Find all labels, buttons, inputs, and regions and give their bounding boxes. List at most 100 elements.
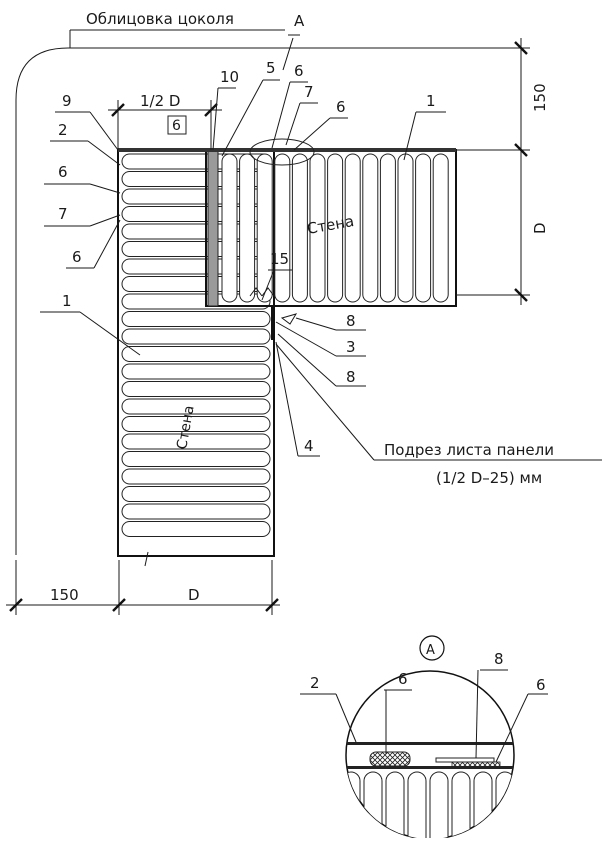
leader-6bb: [93, 219, 121, 269]
core-cell: [432, 153, 449, 303]
detail-rib: [518, 772, 536, 838]
dim-tick-b3: [265, 598, 279, 612]
callout-6-top: 6: [294, 62, 304, 80]
callout-3: 3: [346, 338, 356, 356]
dim-tick-b1: [9, 598, 23, 612]
callout-6b: 6: [72, 248, 82, 266]
core-cell: [221, 153, 238, 303]
detail-leader-6-2b: [495, 693, 529, 763]
callout-6a: 6: [58, 163, 68, 181]
core-cell: [415, 153, 432, 303]
detail-rib: [451, 771, 471, 839]
callout-2: 2: [58, 121, 68, 139]
dim-right-d: D: [531, 222, 549, 234]
core-cell: [239, 153, 256, 303]
corner-angle-piece: [240, 305, 273, 340]
callout-4: 4: [304, 437, 314, 455]
core-cell: [121, 468, 271, 485]
callout-6-box: [167, 115, 187, 135]
section-letter: А: [294, 12, 305, 30]
core-cell: [121, 451, 271, 467]
callout-8a: 8: [346, 312, 356, 330]
corner-bracket: [249, 287, 275, 297]
detail-letter-circle: [419, 635, 445, 661]
dim-tick-r1: [514, 41, 528, 55]
detail-core-ribs: [346, 771, 536, 839]
detail-rib: [385, 771, 405, 839]
core-cell: [397, 153, 414, 303]
callout-7a: 7: [58, 205, 68, 223]
core-cell: [291, 153, 308, 303]
callout-10: 10: [220, 68, 239, 86]
dim-bottom-d: D: [188, 586, 200, 604]
leader-6-topb: [271, 81, 291, 149]
core-cell: [256, 153, 273, 303]
core-cell: [121, 311, 271, 327]
leader-3: [275, 321, 337, 357]
core-cell: [121, 398, 271, 415]
core-cell: [121, 416, 271, 432]
core-cell: [121, 503, 271, 520]
leader-7-topb: [285, 102, 301, 146]
detail-top-sheet: [346, 742, 514, 745]
detail-letter: А: [426, 643, 435, 658]
detail-strip-8: [435, 757, 495, 763]
detail-leader-8b: [475, 669, 479, 759]
callout-6-top2: 6: [336, 98, 346, 116]
vertical-wall-cells: [121, 153, 271, 537]
detail-seal-6: [369, 751, 411, 767]
core-cell: [121, 328, 271, 345]
core-cell: [121, 363, 271, 380]
dim-right-150: 150: [531, 83, 549, 112]
core-cell: [121, 521, 271, 537]
leader-8b: [277, 333, 337, 387]
detail-seal-6b: [451, 761, 501, 768]
leader-2b: [87, 140, 121, 166]
core-cell: [327, 153, 344, 303]
leader-9b: [89, 111, 119, 151]
plinth-cladding-label: Облицовка цоколя: [86, 10, 234, 28]
core-cell: [121, 346, 271, 362]
leader-5b: [221, 79, 264, 157]
core-cell: [274, 153, 291, 303]
cut-note-line2: (1/2 D–25) мм: [436, 469, 542, 487]
core-cell: [121, 433, 271, 450]
dim-tick-r3: [514, 288, 528, 302]
detail-callout-6: 6: [398, 670, 408, 688]
dim-bottom-150: 150: [50, 586, 79, 604]
callout-8b: 8: [346, 368, 356, 386]
core-cell: [309, 153, 326, 303]
detail-rib: [429, 771, 449, 839]
horizontal-wall-cells: [221, 153, 449, 303]
detail-rib: [363, 771, 383, 839]
cut-note-line1: Подрез листа панели: [384, 441, 554, 459]
callout-6-boxed: 6: [172, 118, 181, 134]
bottom-cut-mark: [144, 551, 149, 567]
corner-flashing: [280, 313, 298, 325]
leader-8a: [295, 317, 337, 331]
detail-rib: [407, 771, 427, 839]
core-cell: [344, 153, 361, 303]
core-cell: [379, 153, 396, 303]
detail-rib: [495, 771, 514, 839]
callout-9: 9: [62, 92, 72, 110]
detail-a-marker: [249, 138, 315, 166]
dim-half-d: 1/2 D: [140, 92, 180, 110]
leader-15b: [261, 269, 275, 301]
callout-1-top: 1: [426, 92, 436, 110]
leader-4: [275, 341, 299, 457]
panel-sheet-top: [118, 148, 456, 152]
callout-1-left: 1: [62, 292, 72, 310]
detail-leader-2b: [335, 693, 357, 743]
core-cell: [362, 153, 379, 303]
lower-wall-label: Стена: [174, 404, 197, 450]
detail-callout-2: 2: [310, 674, 320, 692]
leader-10b: [212, 87, 219, 151]
core-cell: [121, 486, 271, 502]
detail-callout-8: 8: [494, 650, 504, 668]
leader-6ab: [89, 183, 121, 194]
callout-7-top: 7: [304, 83, 314, 101]
core-cell: [121, 381, 271, 397]
